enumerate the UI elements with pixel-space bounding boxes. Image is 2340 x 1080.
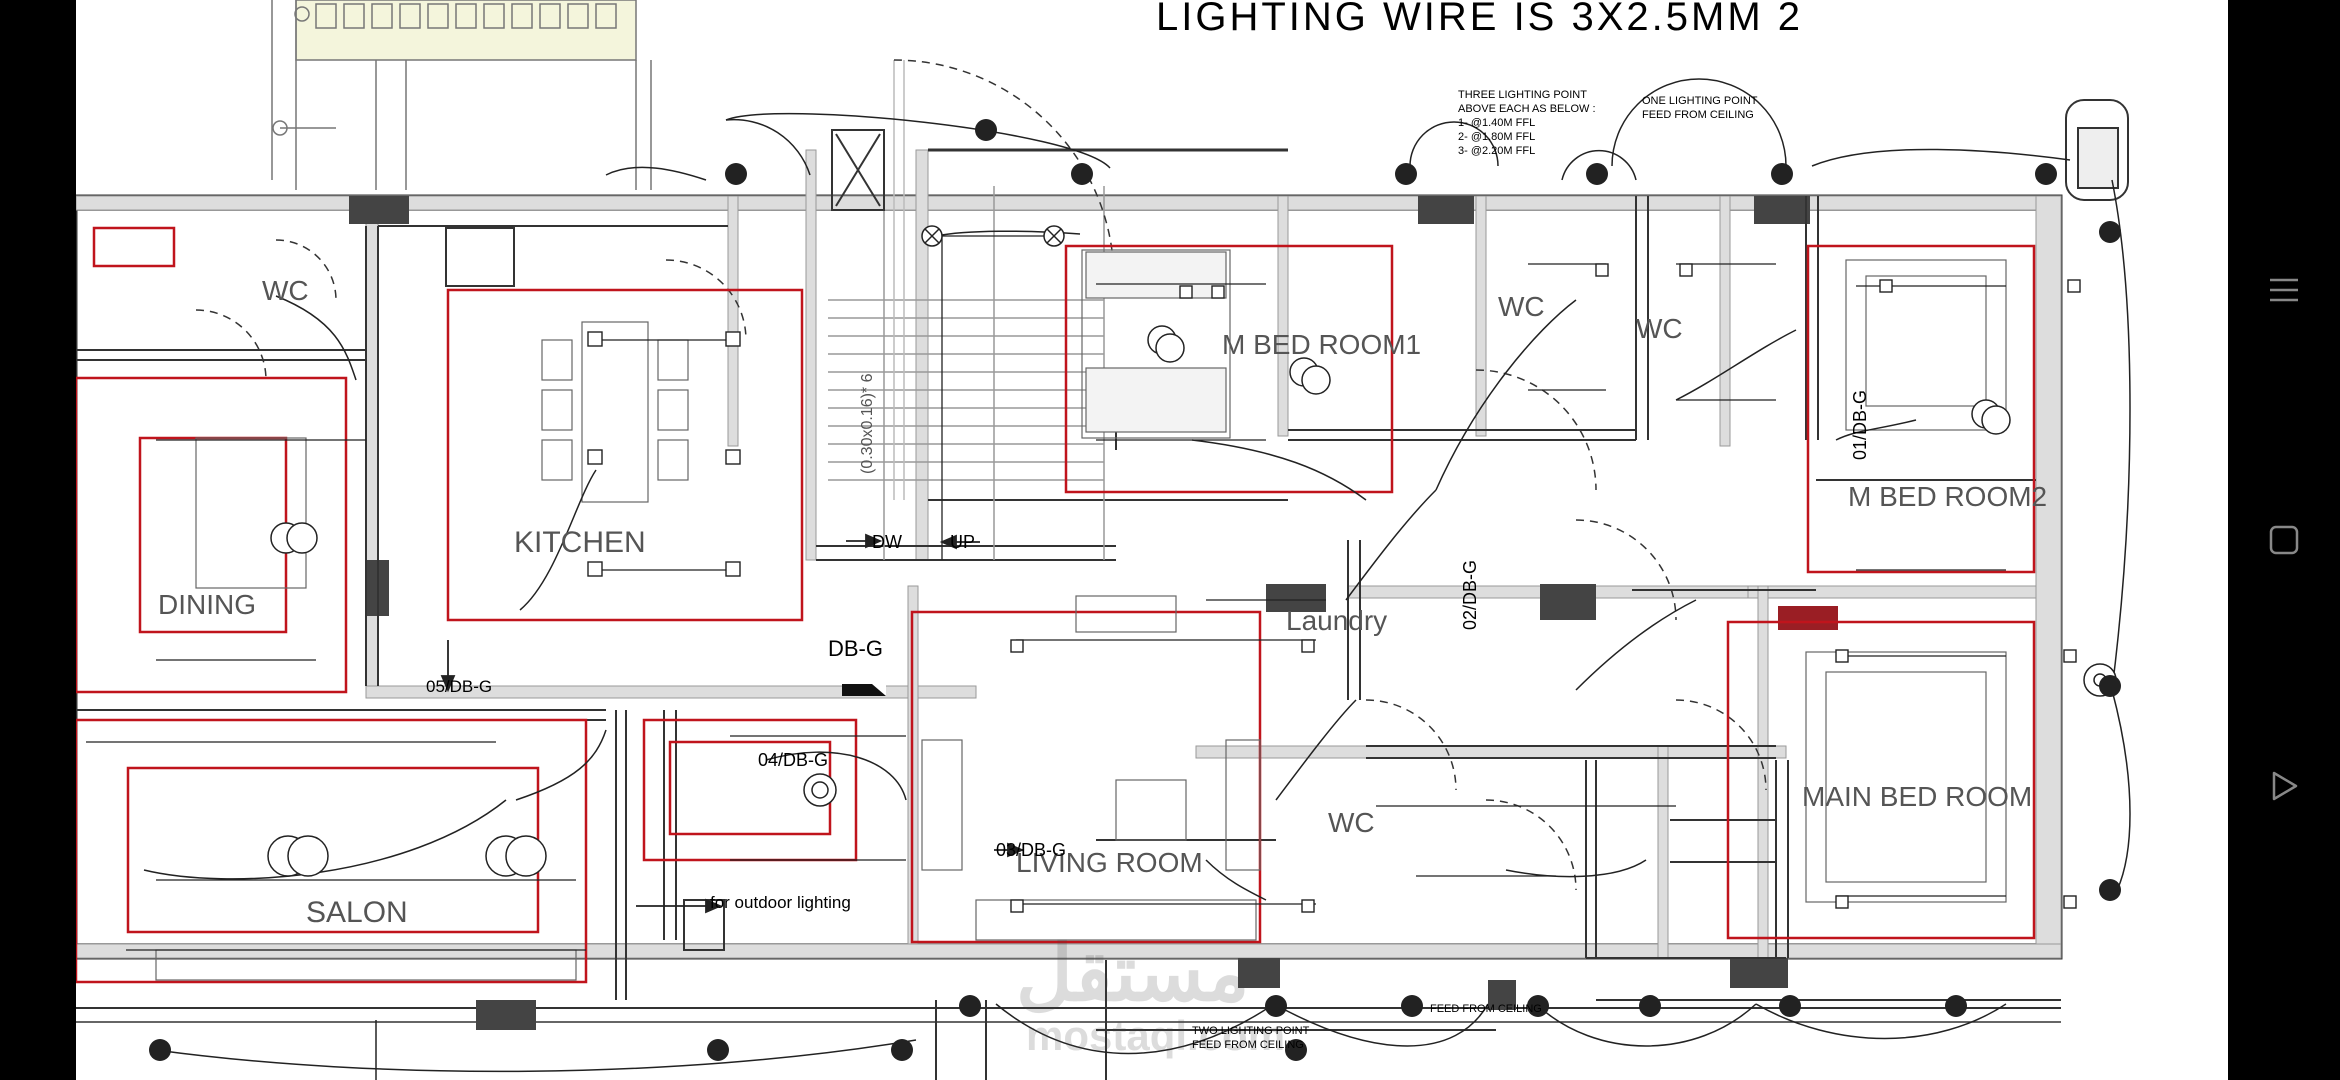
home-button[interactable] [2254,510,2314,570]
svg-text:FEED FROM CEILING: FEED FROM CEILING [1642,109,1754,121]
wire-spec-note: LIGHTING WIRE IS 3X2.5MM 2 [1156,0,1803,39]
recent-apps-icon [2270,278,2298,302]
room-kitchen: KITCHEN [514,526,646,559]
drawing-viewer[interactable]: مستقل mostaql.com LIGHTING WIRE IS 3X2.5… [76,0,2228,1080]
room-m-bed-room2: M BED ROOM2 [1848,481,2047,512]
circuit-03: 03/DB-G [996,840,1066,860]
db-panel [842,684,886,696]
shafts [445,99,2129,951]
two-point-note: TWO LIGHTING POINT FEED FROM CEILING [1192,1025,1310,1051]
feed-ceiling-note: FEED FROM CEILING [1430,1003,1542,1015]
room-wc-bottom: WC [1328,807,1375,838]
watermark: مستقل mostaql.com [1016,929,1285,1059]
circuit-05: 05/DB-G [426,677,492,696]
svg-text:ONE LIGHTING POINT: ONE LIGHTING POINT [1642,95,1758,107]
floor-plan: مستقل mostaql.com LIGHTING WIRE IS 3X2.5… [76,0,2228,1080]
outdoor-arrow [440,533,1025,914]
svg-text:FEED FROM CEILING: FEED FROM CEILING [1192,1039,1304,1051]
circuit-02: 02/DB-G [1460,560,1480,630]
svg-text:1- @1.40M FFL: 1- @1.40M FFL [1458,117,1535,129]
svg-text:THREE LIGHTING POINT: THREE LIGHTING POINT [1458,89,1587,101]
fixtures [267,225,2117,877]
room-wc-top2: WC [1636,313,1683,344]
navigation-bar [2228,0,2340,1080]
outdoor-note: for outdoor lighting [710,893,851,912]
columns [349,196,1838,1030]
door-swings [195,59,1767,891]
room-salon: SALON [306,896,408,929]
neighbor-structure [271,0,652,190]
room-wc-left: WC [262,275,309,306]
furniture [155,249,2007,981]
watermark-arabic: مستقل [1016,929,1249,1017]
back-button[interactable] [2254,756,2314,816]
three-point-note: THREE LIGHTING POINT ABOVE EACH AS BELOW… [1458,89,1596,157]
square-markers [587,263,2081,913]
recent-apps-button[interactable] [2254,260,2314,320]
circuit-01: 01/DB-G [1850,390,1870,460]
room-living-room: LIVING ROOM [1016,847,1203,878]
room-wc-top1: WC [1498,291,1545,322]
room-m-bed-room1: M BED ROOM1 [1222,329,1421,360]
circuit-04: 04/DB-G [758,750,828,770]
home-icon [2269,525,2299,555]
exterior-lights [149,119,2121,1061]
stair-up: UP [950,532,975,552]
svg-text:2- @1.80M FFL: 2- @1.80M FFL [1458,131,1535,143]
watermark-latin: mostaql.com [1026,1012,1285,1059]
one-point-note: ONE LIGHTING POINT FEED FROM CEILING [1642,95,1758,121]
svg-text:3- @2.20M FFL: 3- @2.20M FFL [1458,145,1535,157]
db-label: DB-G [828,636,883,661]
room-main-bed-room: MAIN BED ROOM [1802,781,2032,812]
svg-text:ABOVE EACH AS BELOW :: ABOVE EACH AS BELOW : [1458,103,1596,115]
room-dining: DINING [158,589,256,620]
svg-text:TWO LIGHTING POINT: TWO LIGHTING POINT [1192,1025,1310,1037]
stair-dw: DW [872,532,902,552]
back-icon [2272,771,2298,801]
room-laundry: Laundry [1286,605,1387,636]
stair-dimension: (0.30x0.16)* 6 [859,373,876,474]
